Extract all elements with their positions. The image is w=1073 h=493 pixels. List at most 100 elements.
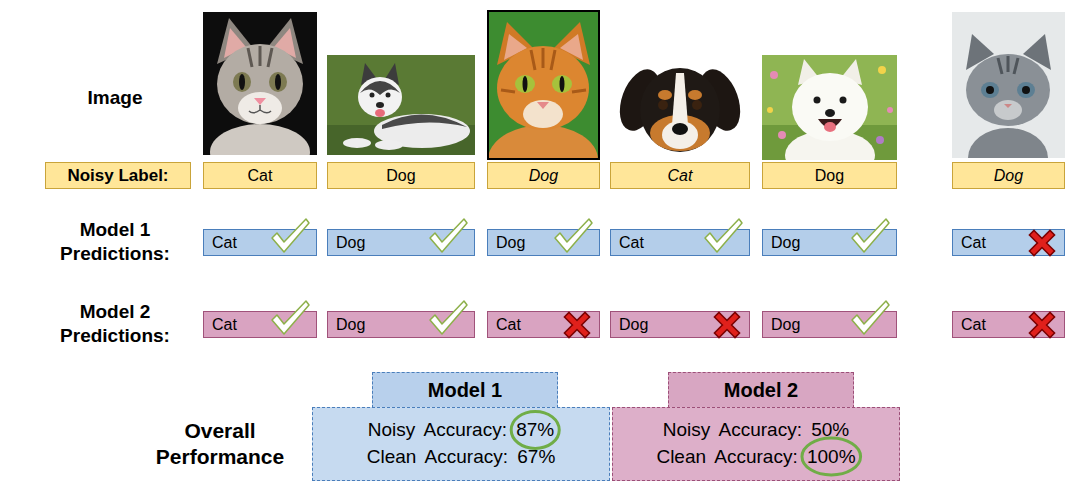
orange-cat-photo (487, 10, 600, 160)
illustration-part (825, 109, 835, 117)
box-text: Dog (386, 166, 415, 186)
illustration-part (327, 55, 475, 155)
illustration-part (239, 74, 245, 90)
row-label: Model 2 Predictions: (45, 300, 185, 348)
illustration-part (762, 55, 897, 160)
box-text: Dog (336, 233, 365, 253)
cross-mark-stroke (1034, 317, 1050, 333)
illustration-part (767, 107, 773, 113)
illustration-part (210, 124, 310, 155)
row-header-box: Noisy Label: (45, 162, 191, 189)
illustration-part (217, 44, 303, 124)
illustration-part (327, 55, 475, 155)
kitten-photo (952, 12, 1065, 158)
metric-text: Clean Accuracy: 100% (656, 444, 855, 471)
check-mark-shape (852, 301, 889, 334)
illustration-part (610, 55, 750, 160)
metric-text: Noisy Accuracy: 87% (368, 417, 554, 444)
illustration-part (876, 136, 884, 144)
box-text: Cat (961, 315, 986, 335)
prediction-box: Cat (203, 229, 317, 256)
illustration-part (552, 75, 572, 93)
cross-mark-stroke (1034, 235, 1050, 251)
check-mark (428, 218, 468, 254)
illustration-part (488, 125, 598, 160)
illustration-part (560, 76, 565, 92)
illustration-part (778, 131, 786, 139)
row-label: Overall Performance (150, 418, 290, 471)
check-mark (270, 218, 310, 254)
illustration-part (968, 128, 1048, 158)
illustration-part (1017, 82, 1035, 98)
box-text: Cat (961, 233, 986, 253)
illustration-part (981, 82, 999, 98)
cross-mark-stroke (1034, 317, 1050, 333)
illustration-part (537, 102, 549, 109)
illustration-part (887, 107, 893, 113)
check-mark-shape (705, 219, 742, 252)
illustration-part (233, 72, 251, 92)
illustration-part (254, 98, 266, 105)
box-text: Cat (668, 166, 693, 186)
illustration-part (515, 75, 535, 93)
box-text: Dog (994, 166, 1023, 186)
box-text: Model 2 (724, 378, 798, 403)
illustration-part (376, 102, 384, 108)
check-mark-shape (430, 301, 467, 334)
illustration-part (497, 46, 589, 130)
illustration-part (610, 55, 750, 160)
noisy-label-box: Cat (610, 162, 750, 189)
illustration-part (382, 114, 467, 129)
illustration-part (658, 90, 672, 100)
illustration-part (488, 11, 599, 159)
box-text: Cat (212, 233, 237, 253)
prediction-box: Dog (327, 229, 475, 256)
illustration-part (375, 140, 403, 150)
prediction-box: Dog (610, 311, 750, 338)
metrics-box: Noisy Accuracy: 50%Clean Accuracy: 100% (612, 407, 900, 481)
noisy-label-box: Dog (327, 162, 475, 189)
illustration-part (662, 121, 698, 149)
box-text: Dog (619, 315, 648, 335)
prediction-box: Dog (487, 229, 600, 256)
noisy-label-box: Dog (487, 162, 600, 189)
box-text: Dog (771, 233, 800, 253)
illustration-part (952, 12, 1065, 158)
check-mark-shape (852, 219, 889, 252)
noisy-label-box: Cat (203, 162, 317, 189)
illustration-part (692, 100, 702, 110)
box-text: Cat (496, 315, 521, 335)
box-text: Model 1 (428, 378, 502, 403)
check-mark (428, 300, 468, 336)
illustration-part (375, 109, 385, 117)
check-mark (850, 218, 890, 254)
illustration-part (986, 86, 994, 94)
metrics-box: Noisy Accuracy: 87%Clean Accuracy: 67% (312, 407, 610, 481)
husky-photo (327, 55, 475, 155)
box-text: Dog (529, 166, 558, 186)
check-mark (270, 300, 310, 336)
illustration-part (688, 90, 702, 100)
illustration-part (523, 76, 528, 92)
check-mark (553, 218, 593, 254)
prediction-box: Cat (487, 311, 600, 338)
cross-mark-stroke (569, 317, 585, 333)
noisy-label-box: Dog (762, 162, 897, 189)
prediction-box: Cat (952, 229, 1065, 256)
row-label: Image (55, 86, 175, 110)
illustration-part (998, 56, 1018, 74)
illustration-part (358, 77, 402, 117)
box-text: Cat (619, 233, 644, 253)
illustration-part (370, 93, 375, 98)
illustration-part (1022, 86, 1030, 94)
illustration-part (640, 68, 720, 152)
check-mark-shape (555, 219, 592, 252)
illustration-part (658, 100, 668, 110)
illustration-part (360, 81, 400, 95)
prediction-box: Dog (762, 229, 897, 256)
metric-text: Clean Accuracy: 67% (367, 444, 556, 471)
illustration-part (840, 97, 847, 104)
illustration-part (824, 122, 836, 132)
illustration-part (672, 73, 688, 125)
